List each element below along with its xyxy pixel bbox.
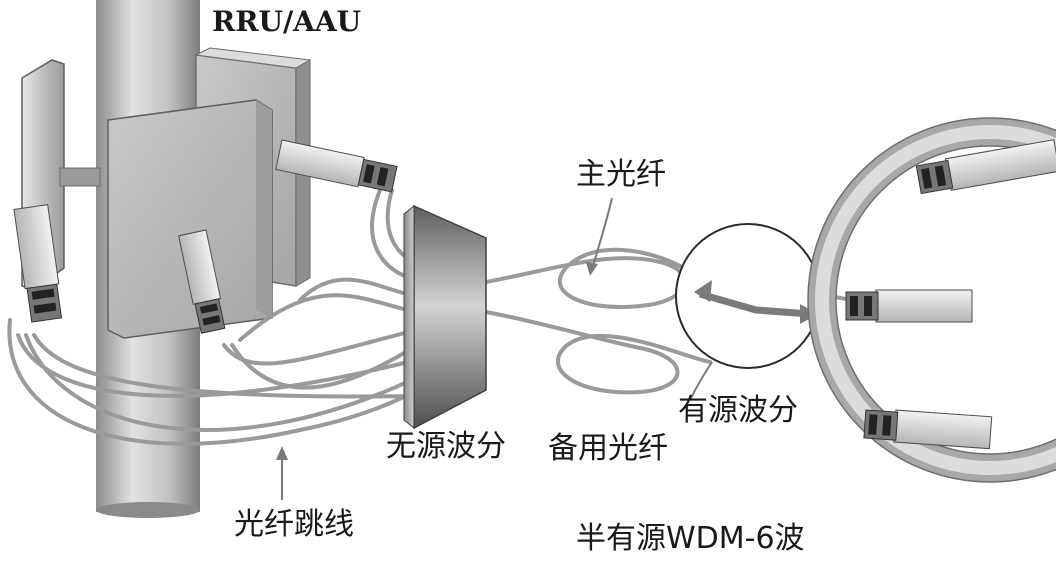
passive-wdm-device bbox=[403, 204, 487, 430]
sfp-module-rru-mid bbox=[178, 229, 226, 334]
fiber-jumpers bbox=[7, 188, 418, 446]
sfp-module-ring-3 bbox=[863, 409, 993, 450]
rru-aau-label: RRU/AAU bbox=[212, 5, 362, 38]
sfp-module-ring-2 bbox=[845, 289, 973, 323]
fiber-jumper-label: 光纤跳线 bbox=[234, 507, 354, 542]
sfp-module-rru-left bbox=[13, 204, 63, 323]
main-fiber-label: 主光纤 bbox=[576, 157, 666, 192]
fiber-jumper-arrowhead bbox=[276, 446, 288, 460]
sfp-module-ring-1 bbox=[915, 139, 1056, 195]
diagram-caption: 半有源WDM-6波 bbox=[576, 521, 805, 556]
active-wdm-pointer bbox=[689, 361, 713, 401]
active-wdm-label: 有源波分 bbox=[678, 393, 798, 428]
backup-fiber-label: 备用光纤 bbox=[548, 431, 668, 466]
main-fiber-arrowhead bbox=[586, 262, 598, 276]
active-wdm-device bbox=[675, 223, 821, 369]
sfp-modules bbox=[13, 139, 1056, 450]
sfp-ring bbox=[807, 117, 1056, 483]
rru-front-panel bbox=[107, 99, 273, 339]
label-pointers bbox=[276, 197, 713, 500]
passive-wdm-label: 无源波分 bbox=[386, 429, 506, 464]
sfp-module-rru-top bbox=[275, 139, 398, 193]
